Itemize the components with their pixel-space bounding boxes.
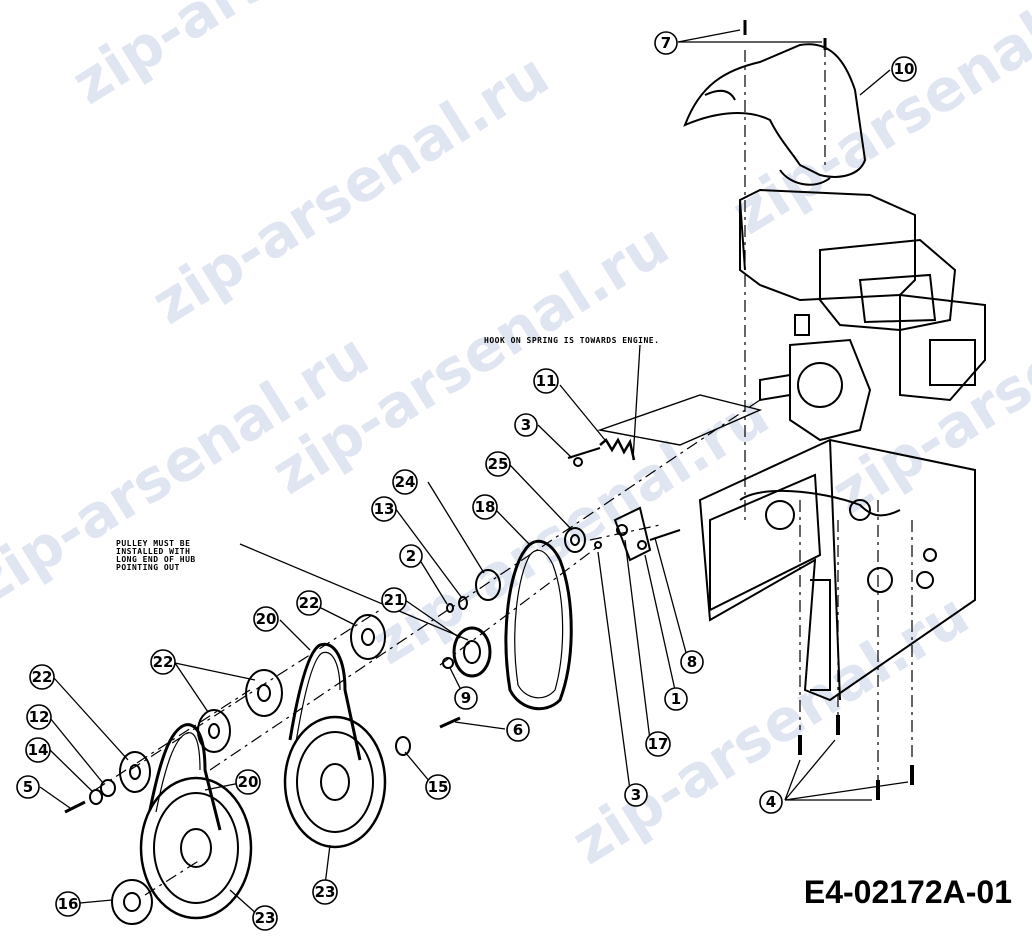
pulley-note-line: PULLEY MUST BE	[116, 539, 191, 548]
callout-2: 2	[399, 544, 423, 568]
svg-text:1: 1	[671, 690, 681, 708]
svg-text:23: 23	[315, 883, 336, 901]
callout-10: 10	[891, 56, 917, 82]
pulley-note: PULLEY MUST BE INSTALLED WITH LONG END O…	[116, 540, 196, 572]
spring-note: HOOK ON SPRING IS TOWARDS ENGINE.	[484, 336, 660, 345]
svg-text:3: 3	[631, 786, 641, 804]
svg-text:9: 9	[461, 689, 471, 707]
callout-4: 4	[759, 790, 783, 814]
svg-text:14: 14	[28, 741, 49, 759]
callout-22: 22	[296, 590, 322, 616]
svg-text:22: 22	[299, 594, 320, 612]
svg-text:20: 20	[238, 773, 259, 791]
callout-15: 15	[425, 774, 451, 800]
svg-text:22: 22	[153, 653, 174, 671]
svg-text:2: 2	[406, 547, 416, 565]
callout-23: 23	[312, 879, 338, 905]
callout-9: 9	[454, 686, 478, 710]
svg-text:8: 8	[687, 653, 697, 671]
svg-text:7: 7	[661, 34, 671, 52]
svg-text:6: 6	[513, 721, 523, 739]
diagram-code: E4-02172A-01	[803, 874, 1012, 910]
callout-20: 20	[235, 769, 261, 795]
svg-text:11: 11	[536, 372, 557, 390]
svg-text:10: 10	[894, 60, 915, 78]
callout-5: 5	[16, 775, 40, 799]
svg-text:13: 13	[374, 500, 395, 518]
svg-text:16: 16	[58, 895, 79, 913]
svg-text:24: 24	[395, 473, 416, 491]
callout-17: 17	[645, 731, 671, 757]
pulley-note-line: INSTALLED WITH	[116, 547, 191, 556]
callout-1: 1	[664, 687, 688, 711]
callout-20: 20	[253, 606, 279, 632]
svg-text:3: 3	[521, 416, 531, 434]
svg-text:25: 25	[488, 455, 509, 473]
svg-text:15: 15	[428, 778, 449, 796]
svg-text:18: 18	[475, 498, 496, 516]
callout-3: 3	[624, 783, 648, 807]
callout-3: 3	[514, 413, 538, 437]
callout-13: 13	[371, 496, 397, 522]
callout-12: 12	[26, 704, 52, 730]
svg-text:23: 23	[255, 909, 276, 927]
callout-21: 21	[381, 587, 407, 613]
callout-22: 22	[29, 664, 55, 690]
callouts: 7 10 11 3 25 24 18 13 2 21 22 20 22 22 1…	[16, 31, 917, 931]
callout-16: 16	[55, 891, 81, 917]
svg-text:5: 5	[23, 778, 33, 796]
callout-22: 22	[150, 649, 176, 675]
callout-25: 25	[485, 451, 511, 477]
callout-6: 6	[506, 718, 530, 742]
svg-text:4: 4	[766, 793, 776, 811]
callout-24: 24	[392, 469, 418, 495]
svg-text:20: 20	[256, 610, 277, 628]
callout-14: 14	[25, 737, 51, 763]
callout-11: 11	[533, 368, 559, 394]
callout-23: 23	[252, 905, 278, 931]
pulley-note-line: LONG END OF HUB	[116, 555, 196, 564]
callout-8: 8	[680, 650, 704, 674]
callout-18: 18	[472, 494, 498, 520]
pulley-note-line: POINTING OUT	[116, 563, 180, 572]
svg-text:22: 22	[32, 668, 53, 686]
svg-text:21: 21	[384, 591, 405, 609]
svg-text:12: 12	[29, 708, 50, 726]
svg-text:17: 17	[648, 735, 669, 753]
callout-7: 7	[654, 31, 678, 55]
